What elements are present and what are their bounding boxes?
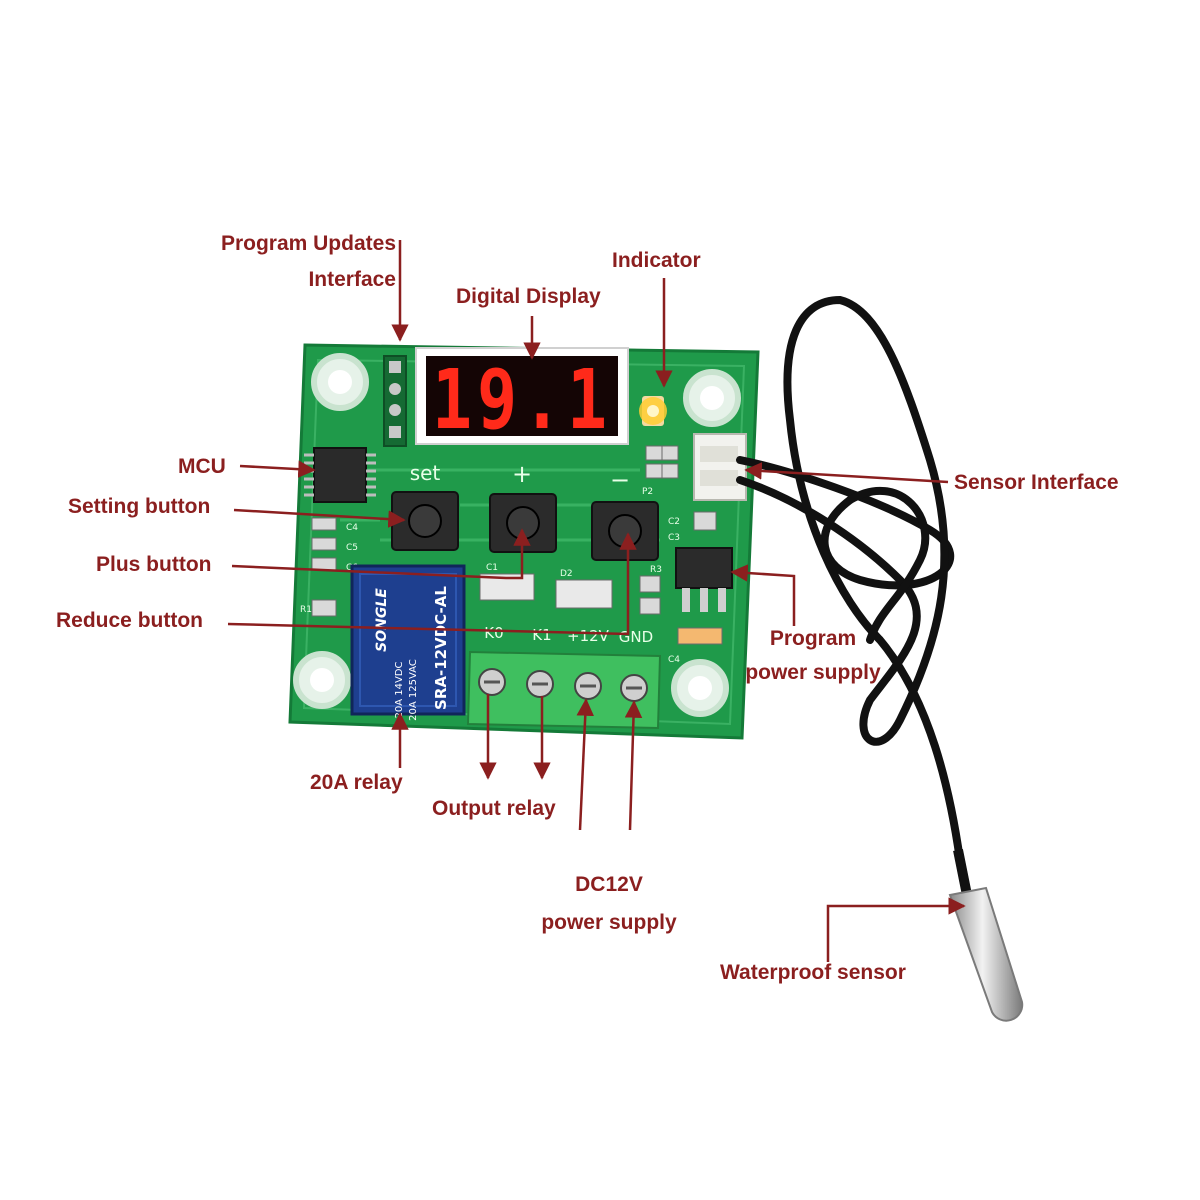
sensor-connector	[693, 433, 747, 501]
label-reduce-button: Reduce button	[56, 609, 203, 632]
terminal-label-12v: +12V	[567, 627, 610, 645]
voltage-regulator	[675, 547, 733, 612]
label-sensor-interface: Sensor Interface	[954, 471, 1119, 494]
relay-rating-text: 20A 125VAC	[408, 659, 419, 721]
program-header	[383, 355, 407, 447]
label-dc12v-line1: DC12V	[575, 873, 643, 896]
label-program-power-line1: Program	[769, 627, 857, 650]
mounting-hole	[293, 651, 351, 709]
relay-brand-text: SONGLE	[374, 588, 390, 652]
component-label: C3	[668, 533, 680, 543]
component-label: C5	[346, 543, 358, 553]
label-program-updates-line2: Interface	[308, 268, 396, 291]
component-label: D2	[560, 569, 573, 579]
label-program-updates-interface: Program Updates Interface	[150, 226, 396, 298]
label-program-power-line2: power supply	[745, 661, 881, 684]
label-indicator: Indicator	[612, 249, 701, 272]
label-setting-button: Setting button	[68, 495, 211, 518]
sensor-cable	[736, 295, 964, 864]
terminal-label-k0: K0	[484, 624, 503, 642]
relay-rating-text: 20A 14VDC	[394, 661, 405, 718]
button-label-plus: +	[512, 460, 532, 488]
callout-lines	[227, 240, 966, 962]
component-label: C2	[668, 517, 680, 527]
button-label-set: set	[410, 461, 441, 485]
button-label-minus: −	[610, 466, 630, 494]
label-20a-relay: 20A relay	[310, 771, 403, 794]
mounting-hole	[683, 369, 741, 427]
terminal-label-k1: K1	[532, 626, 551, 644]
component-label: P2	[642, 487, 653, 497]
component-label: C4	[668, 655, 680, 665]
label-output-relay: Output relay	[432, 797, 556, 820]
label-program-updates-line1: Program Updates	[220, 232, 396, 255]
label-waterproof-sensor: Waterproof sensor	[720, 961, 906, 984]
relay-model-text: SRA-12VDC-AL	[432, 586, 450, 710]
mcu-chip	[304, 447, 376, 503]
component-label: R3	[650, 565, 662, 575]
mounting-hole	[671, 659, 729, 717]
display-digits: 19.1	[432, 353, 612, 448]
component-label: C4	[346, 523, 358, 533]
smd-components	[311, 445, 723, 645]
terminal-label-gnd: GND	[619, 628, 653, 646]
waterproof-probe	[948, 849, 1024, 1022]
terminal-block	[466, 650, 662, 730]
digital-display: 19.1	[415, 347, 629, 448]
setting-button	[391, 491, 459, 551]
reduce-button	[591, 501, 659, 561]
component-label: C1	[486, 563, 498, 573]
label-dc12v-power-supply: DC12V power supply	[520, 866, 698, 942]
label-program-power-supply: Program power supply	[728, 622, 898, 690]
relay-20a: SRA-12VDC-AL SONGLE 20A 14VDC 20A 125VAC	[350, 564, 466, 721]
label-plus-button: Plus button	[96, 553, 212, 576]
component-label: R1	[300, 605, 312, 615]
mounting-hole	[311, 353, 369, 411]
indicator-led	[639, 396, 667, 426]
label-dc12v-line2: power supply	[541, 911, 677, 934]
label-mcu: MCU	[178, 455, 226, 478]
label-digital-display: Digital Display	[456, 285, 601, 308]
